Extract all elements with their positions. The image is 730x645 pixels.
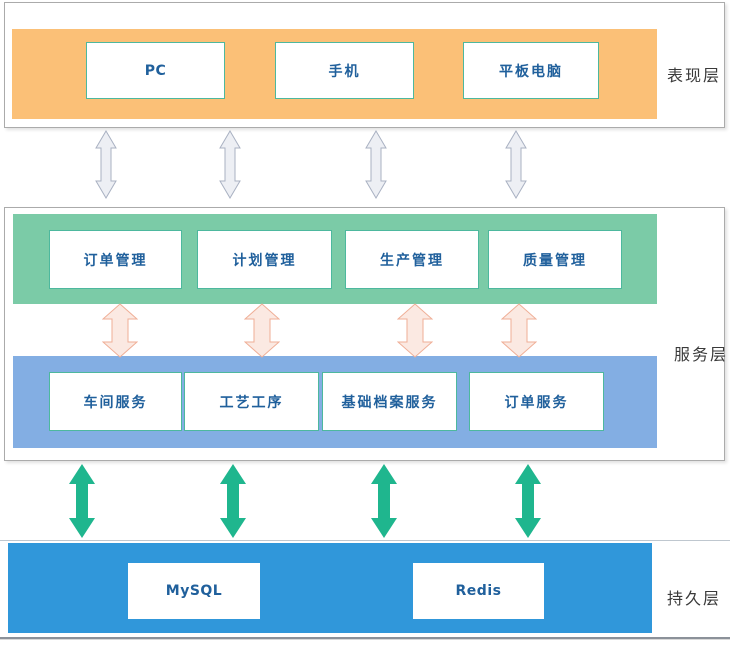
node-label: 订单服务 [504,394,569,411]
double-arrow-icon [501,303,537,358]
persistence-band [8,543,652,633]
node-label: 基础档案服务 [341,394,438,411]
presentation-layer-label: 表现层 [667,66,722,85]
double-arrow-icon [220,464,246,538]
node-pc: PC [86,42,225,99]
double-arrow-icon [365,130,387,199]
node-label: Redis [455,583,502,599]
node-production-management: 生产管理 [345,230,479,289]
node-process-service: 工艺工序 [184,372,319,431]
node-label: 手机 [328,63,361,80]
node-label: PC [144,62,167,79]
double-arrow-icon [69,464,95,538]
node-mobile: 手机 [275,42,414,99]
double-arrow-icon [397,303,433,358]
node-label: 平板电脑 [499,63,563,80]
node-order-management: 订单管理 [49,230,182,289]
service-layer-label: 服务层 [674,345,729,364]
node-tablet: 平板电脑 [463,42,599,99]
node-label: 订单管理 [83,252,148,269]
node-mysql: MySQL [128,563,260,619]
persistence-layer-label: 持久层 [667,589,722,608]
double-arrow-icon [371,464,397,538]
double-arrow-icon [505,130,527,199]
node-label: 工艺工序 [219,394,284,411]
node-label: MySQL [165,583,223,599]
node-label: 计划管理 [232,252,297,269]
node-workshop-service: 车间服务 [49,372,182,431]
node-redis: Redis [413,563,544,619]
node-label: 生产管理 [380,252,444,269]
persistence-top-divider [0,540,730,541]
node-plan-management: 计划管理 [197,230,332,289]
node-label: 车间服务 [83,394,148,411]
node-quality-management: 质量管理 [488,230,622,289]
node-order-service: 订单服务 [469,372,604,431]
double-arrow-icon [102,303,138,358]
node-archive-service: 基础档案服务 [322,372,457,431]
double-arrow-icon [244,303,280,358]
node-label: 质量管理 [523,252,587,269]
double-arrow-icon [95,130,117,199]
persistence-bottom-divider [0,637,730,640]
double-arrow-icon [219,130,241,199]
double-arrow-icon [515,464,541,538]
